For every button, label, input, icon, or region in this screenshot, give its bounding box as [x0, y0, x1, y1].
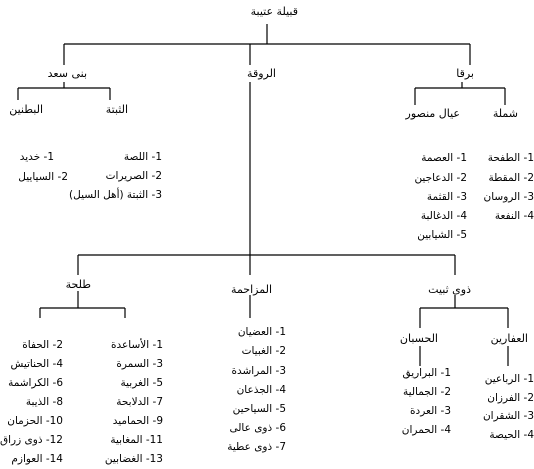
list-item: 5- السياحين [232, 403, 286, 415]
list-item: 3- الثبتة (أهل السيل) [69, 189, 162, 201]
node-hasban: الحسبان [399, 332, 438, 345]
node-talha: طلحة [65, 278, 91, 291]
node-afarin: العفارين [490, 332, 528, 345]
list-item: 1- اللصة [123, 151, 162, 163]
list-item: 3- الروسان [483, 191, 534, 203]
node-barqa: برقا [456, 67, 474, 80]
list-item: 14- العوازم [11, 453, 63, 465]
root-node: قبيلة عتيبة [250, 5, 298, 18]
list-item: 7- الدلابحة [116, 396, 163, 408]
list-item: 4- النفعة [494, 210, 534, 222]
node-thubta: الثبتة [105, 103, 128, 116]
list-item: 2- الغبيات [241, 345, 286, 357]
list-item: 2- الصريرات [105, 170, 162, 182]
node-shamla: شملة [492, 107, 518, 120]
list-item: 11- المغابية [110, 434, 163, 446]
list-item: 4- الجذعان [236, 384, 286, 396]
node-bani-saad: بنى سعد [47, 67, 87, 80]
list-item: 5- الشيابين [417, 229, 467, 241]
list-item: 6- ذوى عالى [229, 422, 286, 434]
node-ayal-mansour: عيال منصور [405, 107, 460, 120]
list-item: 4- الدغالبة [420, 210, 467, 222]
list-item: 3- المراشدة [231, 365, 286, 377]
list-item: 7- ذوى عطية [227, 441, 286, 453]
list-item: 1- الطفحة [487, 152, 534, 164]
node-muzahma: المزاحمة [231, 283, 272, 296]
list-item: 2- الجمالية [403, 386, 451, 398]
list-item: 3- العردة [410, 405, 451, 417]
list-item: 3- الشقران [482, 410, 534, 422]
list-item: 5- الغربية [120, 377, 163, 389]
list-item: 12- ذوى زراق [0, 434, 63, 446]
list-item: 1- البراريق [402, 367, 451, 379]
list-item: 2- الدعاجين [414, 172, 467, 184]
node-batein: البطنين [9, 103, 43, 116]
list-item: 3- القثمة [426, 191, 467, 203]
list-item: 1- الرباعين [484, 373, 534, 385]
list-item: 4- الحمران [401, 424, 451, 436]
list-item: 1- العصمة [421, 152, 467, 164]
list-item: 1- الأساعدة [111, 339, 163, 351]
node-rouqa: الروقة [247, 67, 276, 80]
list-item: 1- خديد [19, 151, 54, 163]
list-item: 6- الكراشمة [8, 377, 63, 389]
list-item: 2- الفرزان [487, 392, 534, 404]
node-thubait: ذوى ثبيت [428, 283, 471, 296]
list-item: 2- السياييل [18, 171, 68, 183]
list-item: 13- الغضابين [104, 453, 163, 465]
list-item: 1- العضيان [237, 326, 286, 338]
list-item: 10- الحزمان [7, 415, 63, 427]
list-item: 4- الحيصة [489, 429, 534, 441]
list-item: 2- الحفاة [22, 339, 63, 351]
list-item: 8- الذيبة [25, 396, 63, 408]
list-item: 9- الحماميد [112, 415, 163, 427]
list-item: 2- المقطة [488, 172, 534, 184]
list-item: 3- السمرة [116, 358, 163, 370]
list-item: 4- الحناتيش [10, 358, 63, 370]
